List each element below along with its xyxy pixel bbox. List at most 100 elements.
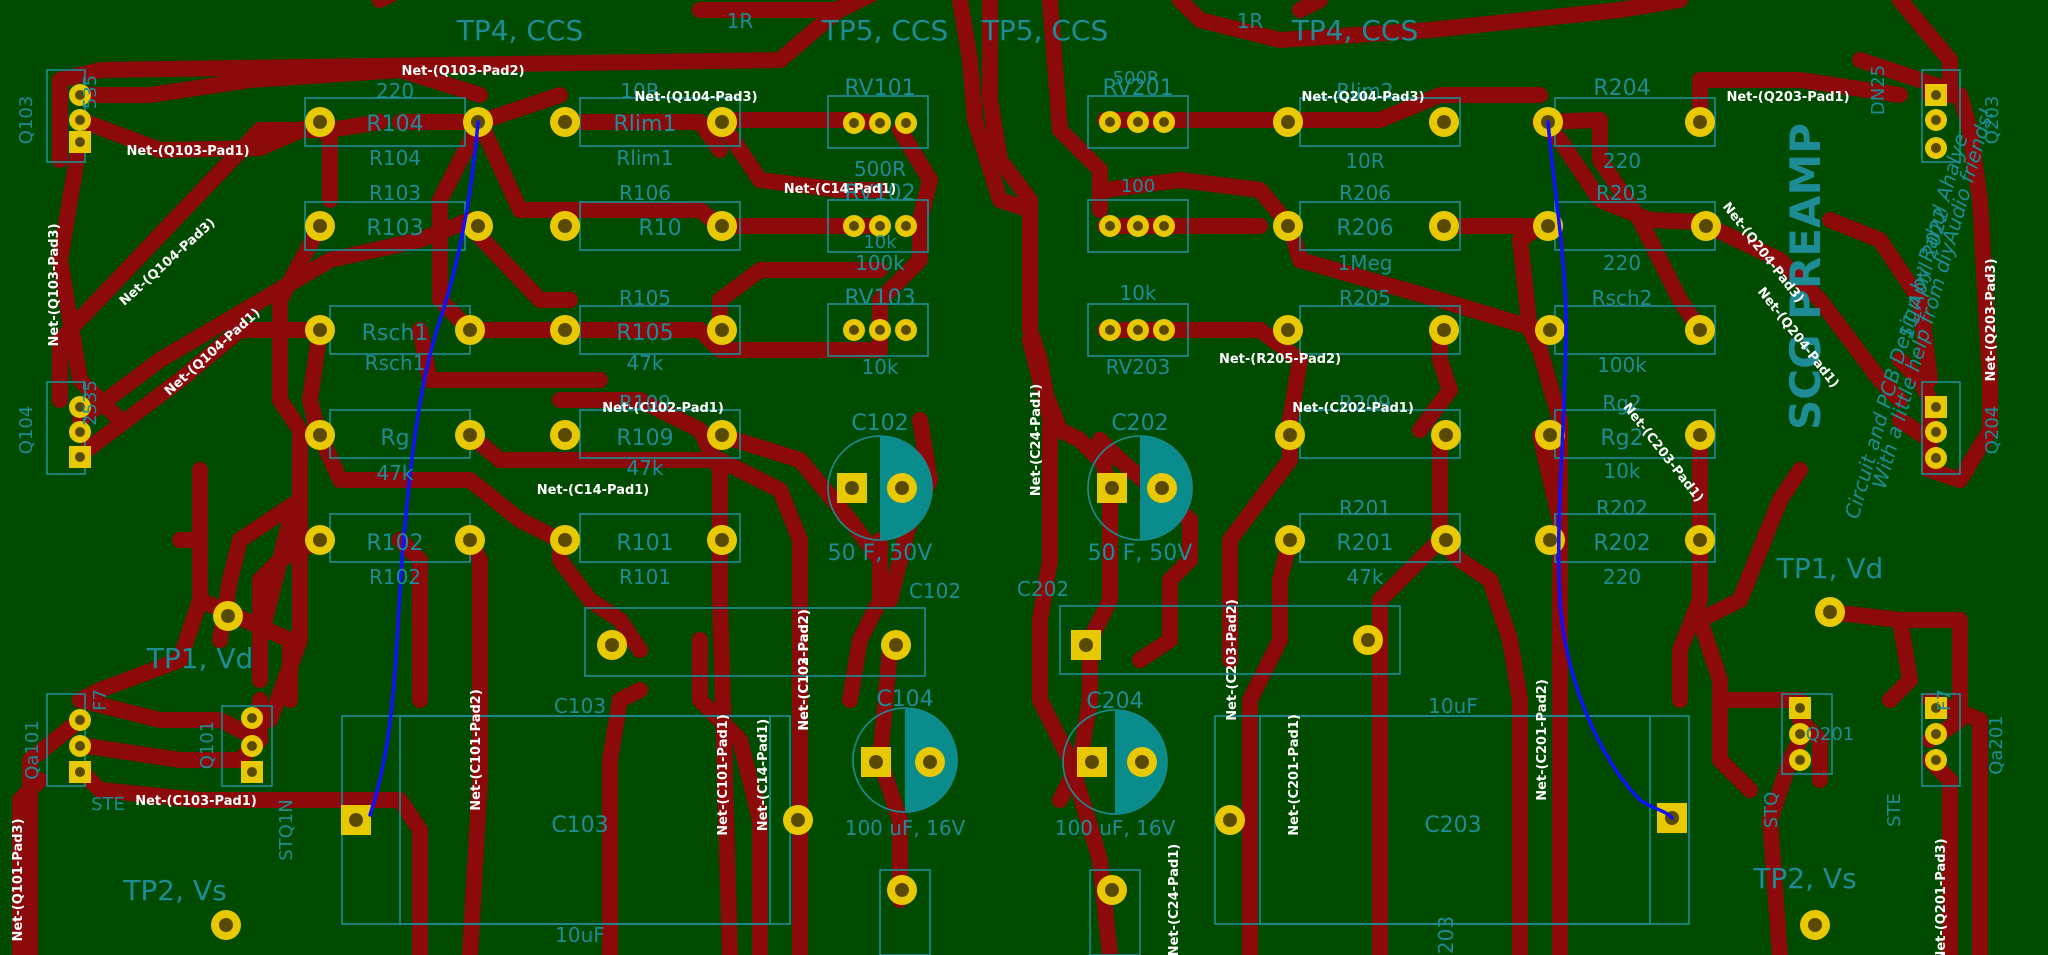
- pad-drill: [1437, 115, 1451, 129]
- pad-drill: [1159, 221, 1169, 231]
- pad-drill: [715, 323, 729, 337]
- pad-drill: [471, 219, 485, 233]
- silk-label: 500R: [1113, 68, 1160, 89]
- pad-drill: [558, 533, 572, 547]
- net-label: Net-(C14-Pad1): [537, 483, 650, 498]
- silk-label: R101: [616, 531, 673, 556]
- silk-label: R109: [619, 391, 671, 415]
- pad-drill: [875, 221, 885, 231]
- silk-label: 47k: [1346, 565, 1383, 589]
- pad-drill: [895, 883, 909, 897]
- silk-label: TP4, CCS: [456, 14, 583, 47]
- pad-drill: [1931, 703, 1941, 713]
- pad-drill: [715, 219, 729, 233]
- silk-label: RV102: [844, 181, 915, 206]
- silk-label: Q204: [1982, 406, 2003, 455]
- silk-label: 220: [1603, 565, 1641, 589]
- silk-label: C103: [554, 694, 606, 718]
- pad-drill: [901, 221, 911, 231]
- pad-drill: [1808, 918, 1822, 932]
- silk-label: Rlim1: [616, 146, 673, 170]
- silk-label: R105: [616, 321, 673, 346]
- silk-label: C102: [909, 579, 961, 603]
- net-label: Net-(Q204-Pad3): [1301, 90, 1424, 105]
- silk-label: 50 F, 50V: [1088, 541, 1193, 566]
- pad-drill: [349, 813, 363, 827]
- silk-label: C202: [1111, 411, 1168, 436]
- pad-drill: [1135, 755, 1149, 769]
- pad-drill: [1439, 533, 1453, 547]
- pad-drill: [1105, 221, 1115, 231]
- silk-label: Rg2: [1600, 426, 1643, 451]
- silk-label: R203: [1596, 181, 1648, 205]
- silk-label: 50 F, 50V: [828, 541, 933, 566]
- silk-label: R101: [619, 565, 671, 589]
- silk-label: STQ: [1761, 792, 1782, 829]
- pad-drill: [75, 137, 85, 147]
- silk-label: Q201: [1806, 724, 1855, 745]
- silk-label: F7: [90, 689, 111, 711]
- silk-label: R105: [619, 286, 671, 310]
- silk-label: F7: [1934, 689, 1955, 711]
- pad-drill: [1543, 428, 1557, 442]
- silk-label: 10k: [861, 355, 898, 379]
- pad-drill: [1281, 115, 1295, 129]
- silk-label: 1R: [1237, 9, 1264, 33]
- silk-label: 100 uF, 16V: [1055, 816, 1176, 840]
- pad-drill: [75, 452, 85, 462]
- board-title: SCG PREAMP: [1781, 123, 1830, 430]
- pad-drill: [75, 767, 85, 777]
- pad-drill: [313, 219, 327, 233]
- pad-drill: [1437, 323, 1451, 337]
- pad-drill: [463, 533, 477, 547]
- pad-drill: [715, 428, 729, 442]
- pad-drill: [1079, 638, 1093, 652]
- silk-label: Q101: [197, 721, 218, 770]
- pad-drill: [901, 118, 911, 128]
- silk-label: STQ1N: [276, 799, 297, 861]
- pad-drill: [1931, 453, 1941, 463]
- net-label: Net-(C103-Pad1): [135, 794, 257, 809]
- pad-drill: [463, 428, 477, 442]
- net-label: Net-(Q201-Pad3): [1934, 838, 1949, 955]
- pad-drill: [75, 402, 85, 412]
- net-label: Net-(C14-Pad1): [756, 719, 771, 832]
- pad-drill: [1133, 221, 1143, 231]
- silk-label: R106: [619, 181, 671, 205]
- pad-drill: [605, 638, 619, 652]
- pad-drill: [75, 90, 85, 100]
- pad-drill: [1133, 325, 1143, 335]
- silk-label: C203: [1424, 813, 1481, 838]
- net-label: Net-(C102-Pad2): [797, 609, 812, 731]
- pad-drill: [1823, 605, 1837, 619]
- net-label: Net-(C24-Pad1): [1167, 844, 1182, 955]
- pad-drill: [901, 325, 911, 335]
- silk-label: R10: [638, 216, 681, 241]
- net-label: Net-(C203-Pad2): [1225, 599, 1240, 721]
- silk-label: 220: [376, 79, 414, 103]
- silk-label: Rsch2: [1592, 286, 1653, 310]
- silk-label: TP1, Vd: [146, 642, 254, 675]
- pad-drill: [1361, 633, 1375, 647]
- silk-label: 100k: [1597, 353, 1647, 377]
- pad-drill: [463, 323, 477, 337]
- silk-label: TP5, CCS: [821, 14, 948, 47]
- pad-drill: [1159, 325, 1169, 335]
- silk-label: 1R: [727, 9, 754, 33]
- pad-drill: [849, 221, 859, 231]
- silk-label: 10uF: [555, 923, 605, 947]
- pad-drill: [1159, 117, 1169, 127]
- net-label: Net-(C14-Pad1): [784, 182, 897, 197]
- pad-drill: [1105, 883, 1119, 897]
- pad-drill: [1085, 755, 1099, 769]
- pad-drill: [313, 323, 327, 337]
- pad-drill: [1931, 115, 1941, 125]
- silk-label: R204: [1593, 76, 1650, 101]
- pad-drill: [1795, 729, 1805, 739]
- silk-label: STE: [91, 794, 125, 815]
- net-label: Net-(Q104-Pad3): [634, 90, 757, 105]
- pad-drill: [313, 428, 327, 442]
- silk-label: R209: [1339, 391, 1391, 415]
